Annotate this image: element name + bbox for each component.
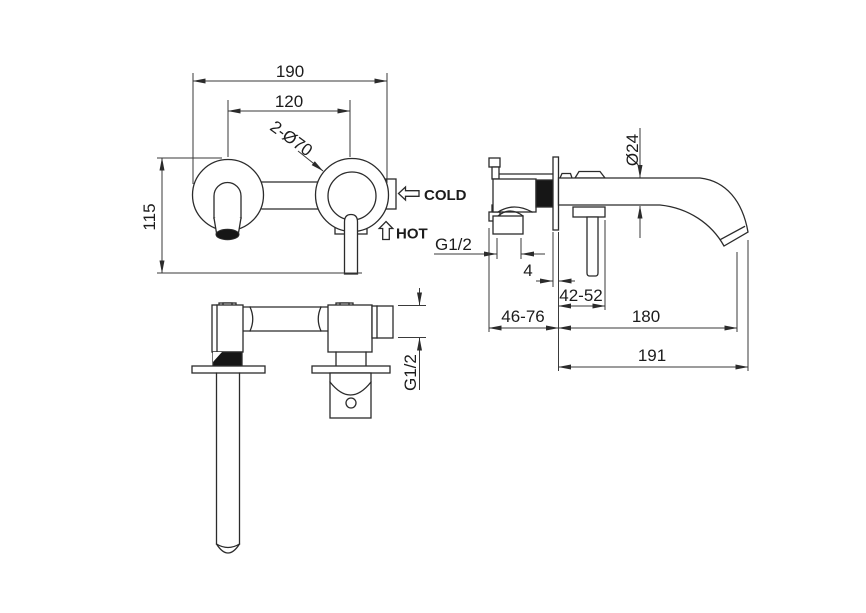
supply-stub-top-cap [488, 157, 501, 168]
ext-lines-115 [157, 157, 362, 274]
aerator-line [719, 225, 746, 241]
spout-tip-taper [213, 217, 242, 234]
outlet-elbow-arc [497, 210, 524, 217]
dim-plate-offset: 4 [523, 261, 532, 280]
ext-lines-190 [192, 73, 388, 184]
ext-lines-reach [488, 228, 738, 332]
spout-profile [557, 177, 749, 247]
left-escutcheon-edge [191, 365, 266, 374]
plan-spout-tip-arc [215, 543, 241, 549]
plan-connecting-bar [242, 306, 329, 332]
supply-stub-top [491, 166, 500, 180]
front-view: 190 120 2-Ø70 115 COLD HOT [140, 62, 467, 275]
plan-view: G1/2 [191, 288, 426, 554]
spout-front-fill [214, 182, 241, 218]
dim-spout-reach: 180 [632, 307, 660, 326]
hot-direction-arrow-icon [377, 220, 395, 241]
side-view: Ø24 G1/2 4 42-52 46-76 180 191 [434, 128, 749, 371]
right-neck-lines [335, 351, 367, 367]
spout-tip-fill [214, 218, 241, 233]
handle-screw [345, 397, 357, 409]
spout-front-dome [213, 181, 242, 219]
dim-embed-depth: 46-76 [501, 307, 544, 326]
inlet-thread-label: G1/2 [401, 354, 420, 391]
outlet-stub [492, 215, 524, 235]
dim-overall-width: 190 [276, 62, 304, 81]
spout-base-detail [559, 172, 573, 179]
hot-label: HOT [396, 226, 428, 243]
ext-lines-inlet [398, 305, 426, 338]
dim-spout-diameter: Ø24 [623, 134, 642, 166]
dim-center-distance: 120 [275, 92, 303, 111]
dim-handle-projection: 42-52 [559, 286, 602, 305]
handle-lever [343, 213, 359, 275]
spout-top-boss [573, 170, 607, 179]
ext-lines-plate [552, 232, 559, 371]
valve-body-arc [497, 206, 533, 213]
dim-overall-height: 115 [140, 203, 159, 230]
connecting-bar [261, 181, 319, 210]
leader-escutcheon-dia [297, 150, 324, 172]
valve-dome-arc [329, 381, 372, 396]
plan-spout-tube [215, 372, 241, 554]
ext-lines-outlet [496, 238, 522, 259]
handle-hub-circle [327, 171, 377, 221]
outlet-thread-label: G1/2 [435, 235, 472, 254]
wall-plate [552, 156, 560, 231]
right-valve-body [327, 304, 373, 353]
right-escutcheon-edge [311, 365, 391, 374]
plan-bar-shoulders [249, 306, 322, 332]
cold-label: COLD [424, 187, 467, 204]
handle-collar [572, 206, 606, 218]
dim-overall-projection: 191 [638, 346, 666, 365]
left-thread-highlight [213, 352, 222, 362]
cold-direction-arrow-icon [397, 185, 420, 202]
dim-escutcheon-dia: 2-Ø70 [267, 117, 316, 160]
plan-inlet-connector [371, 305, 394, 339]
spout-opening [215, 228, 240, 241]
handle-lever-side [586, 216, 599, 277]
thread-section [535, 179, 554, 208]
